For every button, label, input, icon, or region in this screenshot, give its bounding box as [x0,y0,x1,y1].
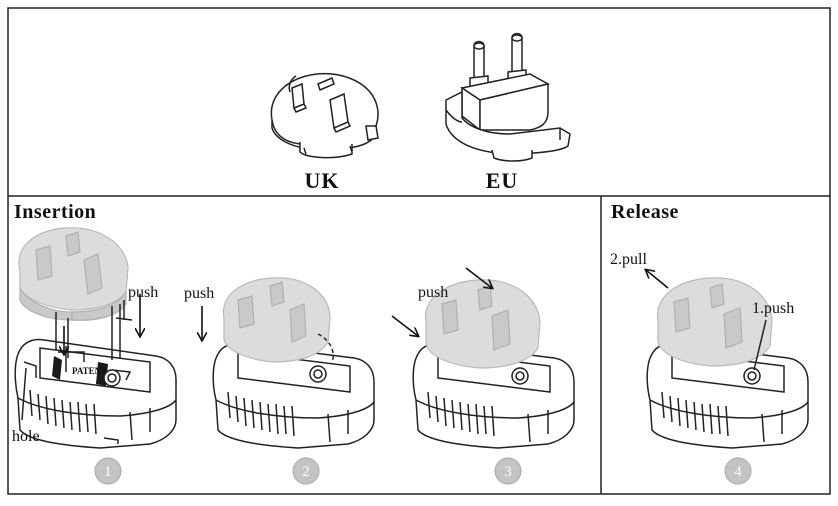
eu-adapter-illustration [445,32,571,162]
release-heading: Release [611,201,679,223]
pull-label: 2.pull [610,251,647,268]
step-2-badge: 2 [292,457,320,485]
step-3-badge: 3 [494,457,522,485]
insertion-step-3-illustration [391,267,575,449]
push-label-2: push [184,285,214,302]
step-4-number: 4 [734,464,742,480]
push-label-3: push [418,284,448,301]
release-step-4-illustration [646,270,809,449]
outer-frame [7,7,831,495]
uk-adapter-illustration [270,73,379,159]
step-4-badge: 4 [724,457,752,485]
step-1-number: 1 [104,464,112,480]
eu-label: EU [486,168,519,193]
uk-label: UK [305,168,340,193]
insertion-step-2-illustration [202,277,375,449]
step-2-number: 2 [302,464,310,480]
release-push-label: 1.push [752,300,794,317]
vent-slots-1 [29,389,97,435]
step-1-badge: 1 [94,457,122,485]
insertion-heading: Insertion [14,201,96,223]
insertion-step-1-illustration: PATENT [14,227,177,449]
step-3-number: 3 [504,464,512,480]
push-label-1: push [128,284,158,301]
hole-label: hole [12,428,40,445]
patent-text: PATENT [72,366,107,376]
